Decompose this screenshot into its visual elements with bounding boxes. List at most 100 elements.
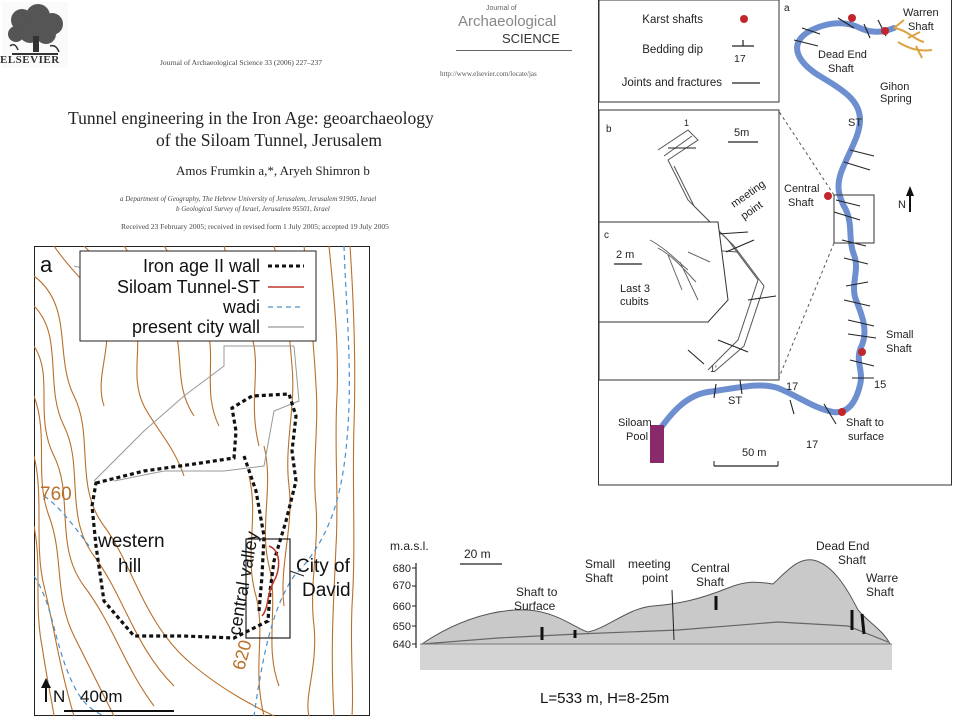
profile-caption: L=533 m, H=8-25m [540,690,670,707]
received-dates: Received 23 February 2005; received in r… [121,222,389,231]
logo-rule [456,50,572,51]
label-small-2: Shaft [886,343,912,355]
profile-label-small-2: Shaft [585,571,614,585]
label-north-plan: N [898,199,906,211]
detail-box [833,194,875,244]
label-warren-1: Warren [903,7,939,19]
inset-b-label-1p: 1' [710,364,717,374]
profile-label-surface-1: Shaft to [516,585,558,599]
profile-ylabel: m.a.s.l. [390,539,429,553]
iron-age-wall [90,392,298,640]
journal-url[interactable]: http://www.elsevier.com/locate/jas [440,70,537,78]
label-central-1: Central [784,183,819,195]
legend-bedding-dip: Bedding dip [642,44,703,56]
fracture-marks [713,17,887,425]
legend-label-wall: Iron age II wall [143,256,260,276]
plan-legend-box [598,0,780,103]
legend-label-wadi: wadi [222,297,260,317]
tunnel-plan-map: Karst shafts Bedding dip 17 Joints and f… [598,0,952,486]
contour-label-760: 760 [40,484,72,505]
ytick-640: 640 [393,639,411,651]
surface-shaft-marker [838,408,846,416]
journal-logo-mid: Archaeological [458,13,557,30]
ytick-650: 650 [393,621,411,633]
small-shaft-marker [858,348,866,356]
inset-box [245,538,291,639]
plan-scale-label: 50 m [742,447,766,459]
label-dead-end-1: Dead End [818,49,867,61]
label-dead-end-2: Shaft [828,63,854,75]
inset-c-last-2: cubits [620,296,649,308]
siloam-tunnel-trace [261,545,280,617]
siloam-tunnel-path [655,20,897,435]
inset-b-scale: 5m [734,127,749,139]
siloam-pool-icon [650,425,664,463]
inset-b-letter: b [606,124,612,135]
ytick-670: 670 [393,580,411,592]
map-scale-label: 400m [80,687,123,706]
label-gihon-2: Spring [880,93,912,105]
paper-authors: Amos Frumkin a,*, Aryeh Shimron b [176,163,370,178]
inset-c-letter: c [604,230,609,241]
inset-c-drawing [649,239,711,301]
citation-line: Journal of Archaeological Science 33 (20… [160,58,323,67]
profile-label-warren-2: Shaft [866,585,895,599]
journal-logo-bottom: SCIENCE [502,31,560,46]
profile-label-central-1: Central [691,561,730,575]
label-small-1: Small [886,329,914,341]
affiliation-a: a Department of Geography, The Hebrew Un… [120,195,377,203]
profile-label-warren-1: Warren [866,571,898,585]
profile-shaft-marks [540,596,866,640]
panel-letter-a: a [40,252,53,277]
elevation-profile: m.a.s.l. 680 670 660 650 640 20 m Shaft … [390,539,898,670]
label-siloam-2: Pool [626,431,648,443]
paper-title-line1: Tunnel engineering in the Iron Age: geoa… [68,108,434,128]
label-surface-1: Shaft to [846,417,884,429]
contour-lines [34,246,356,716]
label-central-2: Shaft [788,197,814,209]
profile-label-dead-end-1: Dead End [816,539,869,553]
label-surface-2: surface [848,431,884,443]
legend-karst-shafts: Karst shafts [642,14,703,26]
label-st-south: ST [728,395,742,407]
label-st-north: ST [848,117,862,129]
legend-bedding-value: 17 [734,53,746,65]
elsevier-tree-logo [2,2,68,68]
label-city-of: City of [296,556,351,577]
inset-c-box [598,221,729,323]
paper-title-line2: of the Siloam Tunnel, Jerusalem [156,130,383,150]
profile-label-meeting-2: point [642,571,669,585]
central-shaft-marker [824,192,832,200]
label-david: David [302,580,351,601]
profile-label-surface-2: Surface [514,599,556,613]
label-western: western [97,531,165,552]
ytick-660: 660 [393,601,411,613]
tunnel-profile-line [421,621,889,645]
warren-shaft-marker [881,27,889,35]
gihon-spring-icon [893,19,933,59]
profile-label-small-1: Small [585,557,615,571]
meeting-point-marker [671,589,675,641]
profile-scale-label: 20 m [464,547,491,561]
label-siloam-1: Siloam [618,417,652,429]
inset-b-label-1: 1 [684,118,689,128]
north-label: N [53,687,65,706]
legend-label-citywall: present city wall [132,317,260,337]
topographic-map: Iron age II wall Siloam Tunnel-ST wadi p… [34,246,370,716]
journal-logo: Journal of Archaeological SCIENCE [458,0,570,58]
karst-shaft-icon [740,15,748,23]
inset-c-last-1: Last 3 [620,283,650,295]
legend-label-tunnel: Siloam Tunnel-ST [117,277,260,297]
plan-panel-a: a [784,3,790,14]
profile-label-dead-end-2: Shaft [838,553,867,567]
label-dip-17a: 17 [786,381,798,393]
legend-joints: Joints and fractures [622,77,723,89]
publisher-name: ELSEVIER [0,54,60,66]
dead-end-shaft-marker [848,14,856,22]
central-valley-wall [242,455,266,612]
inset-c-scale: 2 m [616,249,634,261]
label-dip-17b: 17 [806,439,818,451]
wadi-lines [34,246,350,716]
ytick-680: 680 [393,563,411,575]
affiliation-b: b Geological Survey of Israel, Jerusalem… [176,205,330,213]
